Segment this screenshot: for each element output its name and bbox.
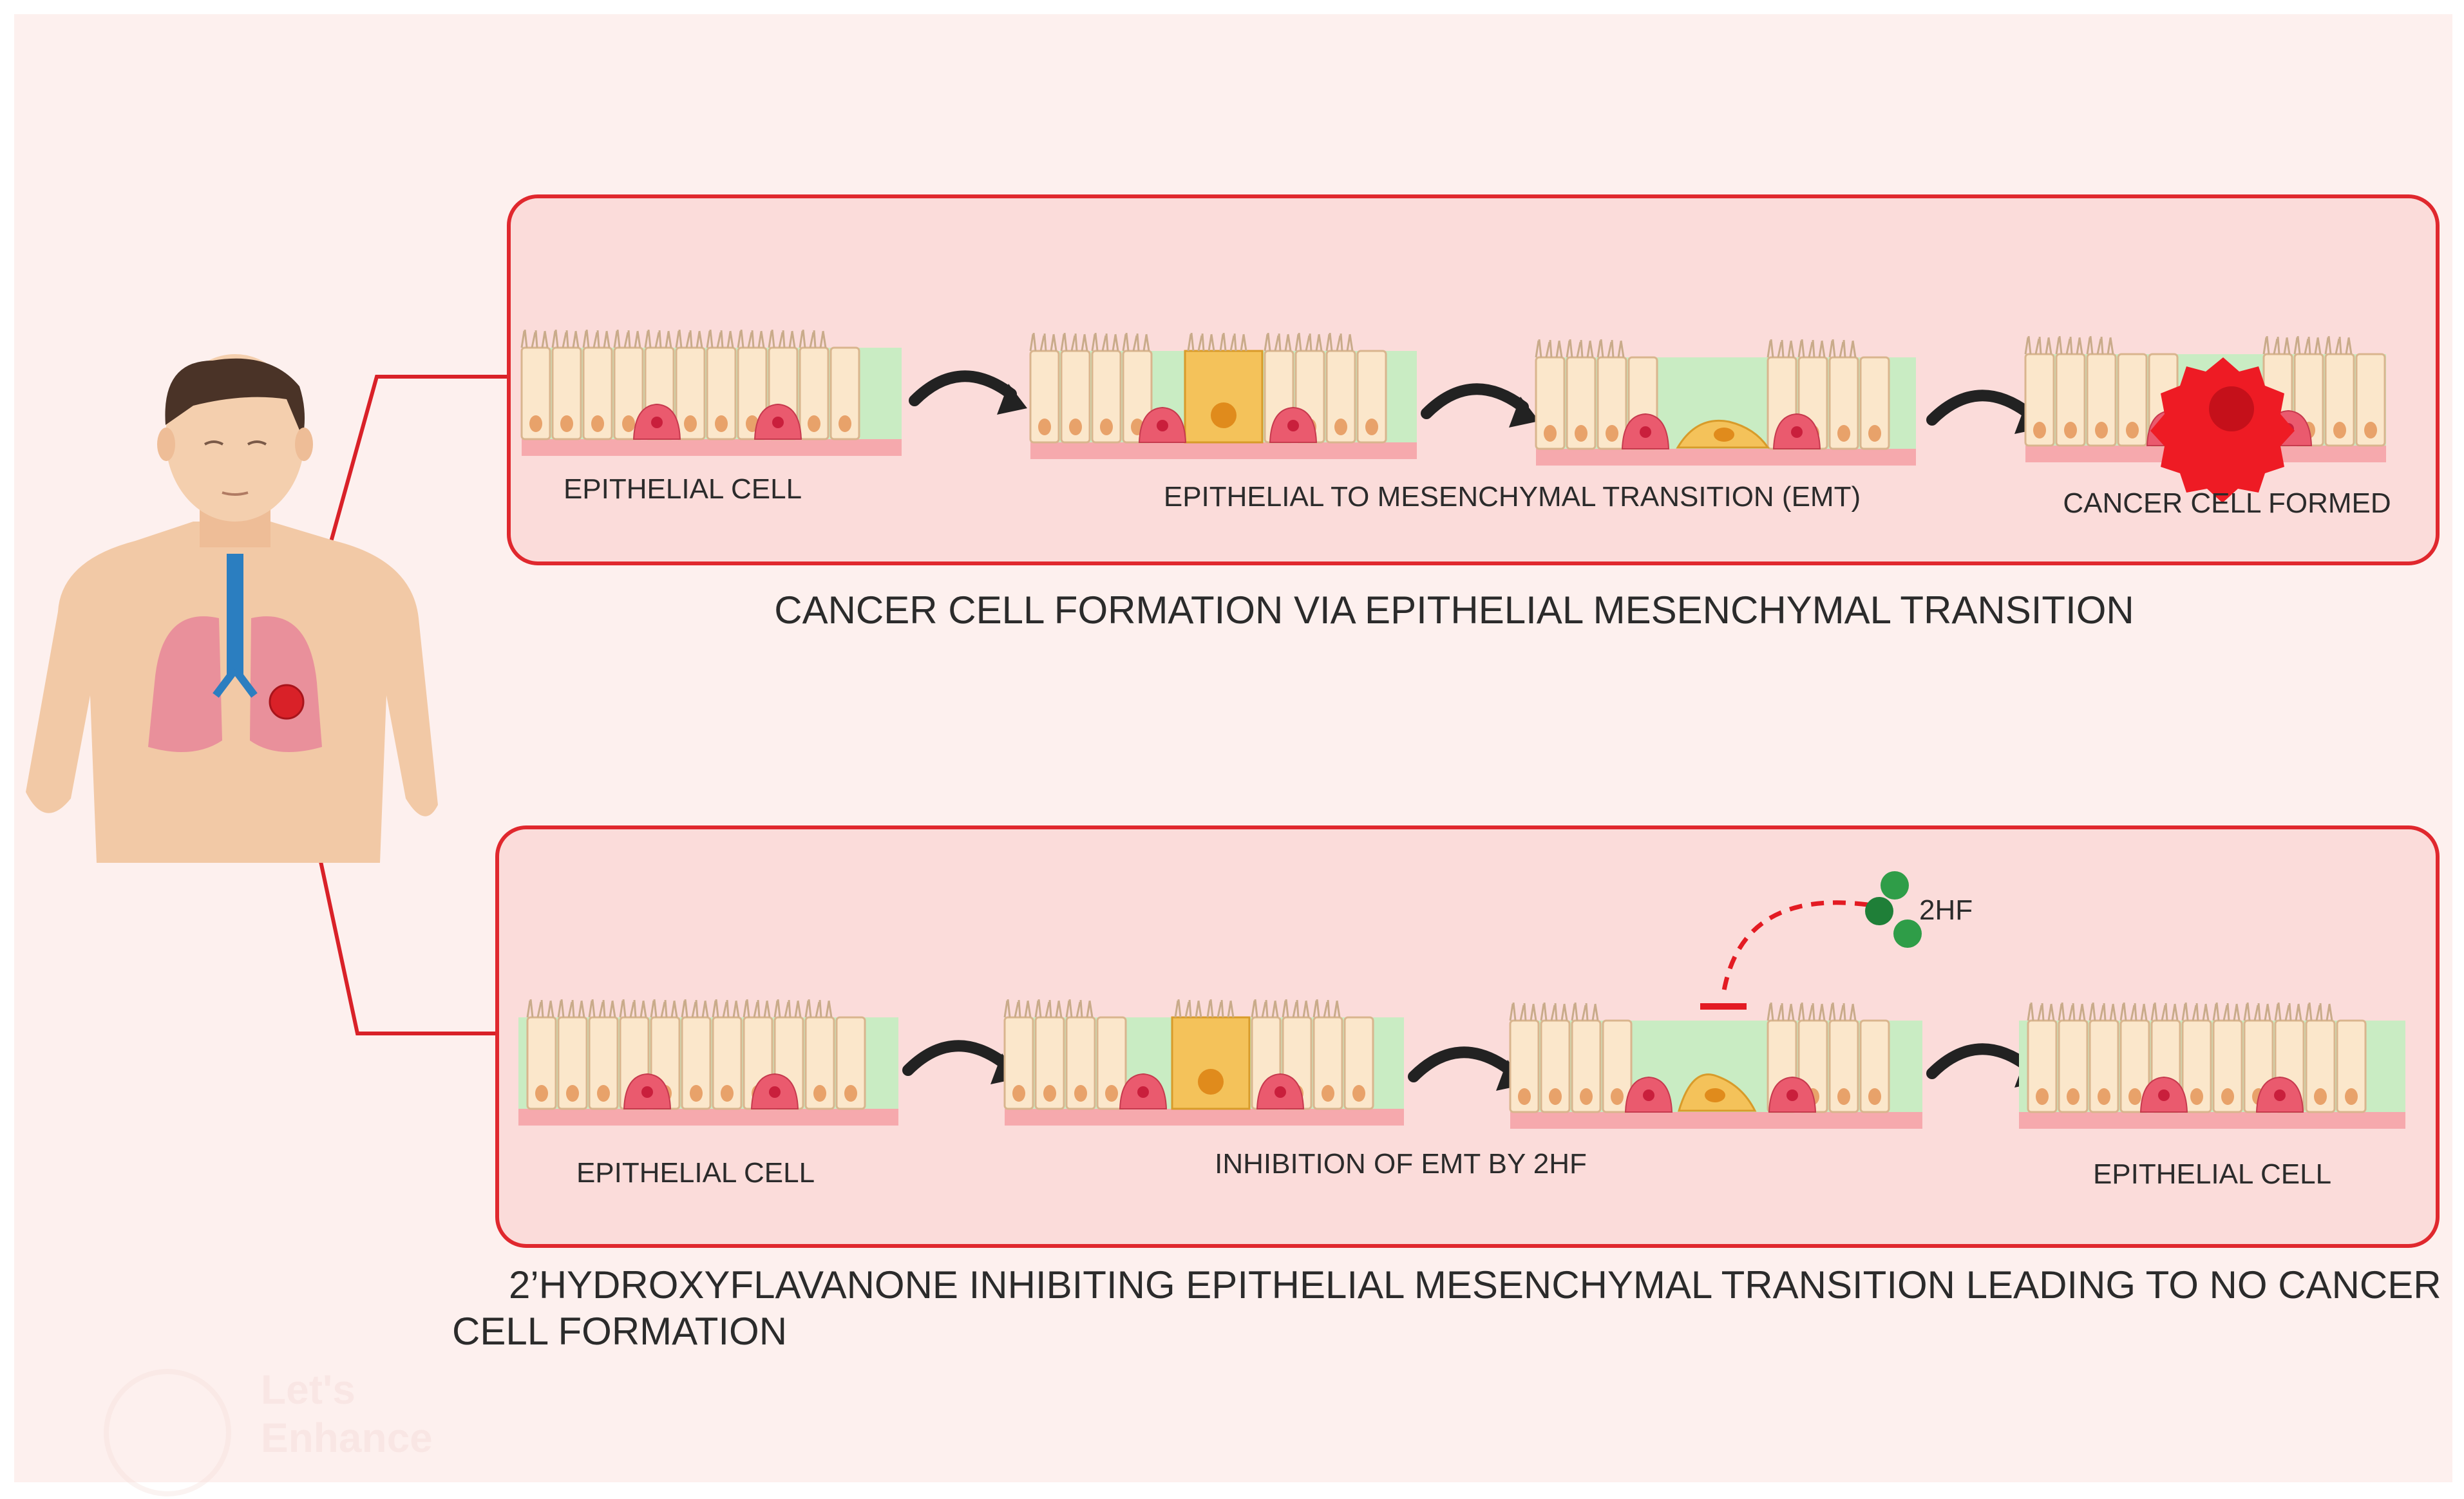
bottom-tissue-emt-inhibited xyxy=(1509,1001,1922,1129)
bottom-tissue-emt-start xyxy=(1003,998,1404,1126)
bottom-caption-line2: CELL FORMATION xyxy=(452,1310,787,1353)
watermark: Let's Enhance xyxy=(104,1366,433,1496)
tumor-dot-icon xyxy=(269,684,305,720)
top-tissue-emt-start xyxy=(1029,332,1417,459)
watermark-line1: Let's xyxy=(261,1366,355,1413)
inhibit-path xyxy=(1720,900,1868,999)
inhibitor-label: 2HF xyxy=(1919,894,1973,926)
bottom-step1-label: EPITHELIAL CELL xyxy=(576,1157,815,1189)
bottom-step2-label: INHIBITION OF EMT BY 2HF xyxy=(1215,1148,1587,1180)
bottom-panel xyxy=(495,825,2440,1248)
2hf-molecule-icon xyxy=(1865,871,1922,948)
watermark-line2: Enhance xyxy=(261,1415,433,1461)
top-step1-label: EPITHELIAL CELL xyxy=(564,473,802,505)
top-step2-label: EPITHELIAL TO MESENCHYMAL TRANSITION (EM… xyxy=(1164,481,1861,513)
cancer-cell-icon xyxy=(2150,357,2295,503)
human-torso-icon xyxy=(26,354,438,863)
top-tissue-epithelial xyxy=(520,328,902,456)
top-tissue-emt-migrating xyxy=(1535,338,1916,466)
bottom-step3-label: EPITHELIAL CELL xyxy=(2093,1158,2331,1190)
bottom-tissue-epithelial xyxy=(518,998,898,1126)
top-caption: CANCER CELL FORMATION VIA EPITHELIAL MES… xyxy=(774,589,2134,632)
top-panel xyxy=(507,194,2440,565)
top-step3-label: CANCER CELL FORMED xyxy=(2063,487,2391,519)
bottom-caption-line1: 2’HYDROXYFLAVANONE INHIBITING EPITHELIAL… xyxy=(509,1263,2441,1306)
bottom-tissue-epithelial-final xyxy=(2019,1001,2405,1129)
